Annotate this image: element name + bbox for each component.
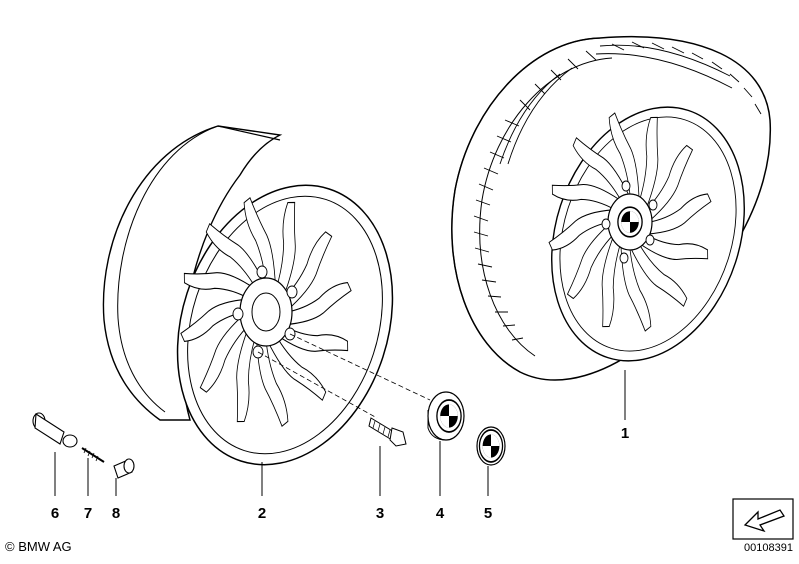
arrow-down-left-icon[interactable] (732, 498, 794, 540)
explode-lines (257, 333, 431, 419)
complete-wheel-with-tyre (451, 36, 772, 420)
hub-cap (427, 391, 465, 496)
wheel-bolt (368, 417, 407, 496)
valve-cap (113, 458, 135, 496)
emblem-roundel (476, 426, 506, 496)
drawing-id: 00108391 (744, 542, 793, 554)
label-4: 4 (435, 505, 445, 522)
label-3: 3 (375, 505, 385, 522)
label-1: 1 (620, 425, 630, 442)
rubber-valve (32, 412, 78, 496)
label-7: 7 (83, 505, 93, 522)
valve-insert (81, 447, 105, 496)
alloy-rim (102, 125, 394, 496)
label-2: 2 (257, 505, 267, 522)
label-5: 5 (483, 505, 493, 522)
copyright-notice: © BMW AG (5, 539, 72, 554)
label-8: 8 (111, 505, 121, 522)
label-6: 6 (50, 505, 60, 522)
